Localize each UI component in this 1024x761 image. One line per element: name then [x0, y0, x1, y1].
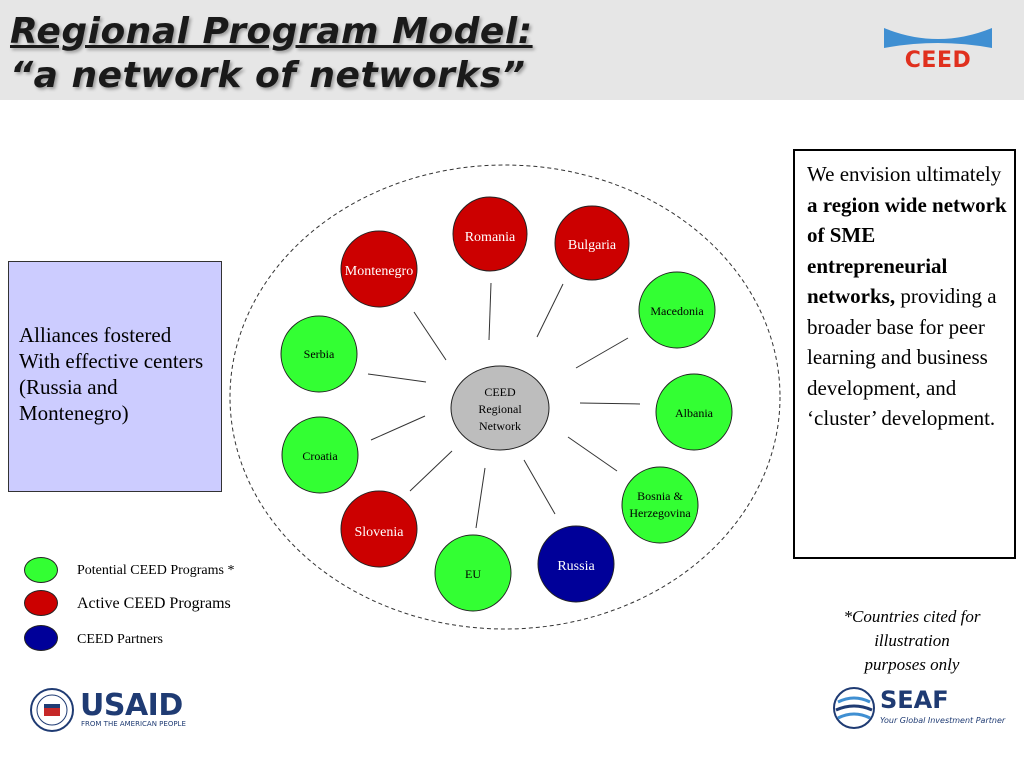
node-slovenia: Slovenia: [340, 490, 418, 568]
legend-label-potential: Potential CEED Programs *: [77, 563, 235, 578]
node-bosnia-herzegovina-circle: [621, 466, 699, 544]
illustration-note-line-1: *Countries cited for: [843, 607, 981, 626]
network-boundary: [229, 164, 781, 630]
center-node: CEED Regional Network: [450, 365, 550, 451]
node-bosnia-herzegovina: Bosnia & Herzegovina: [621, 466, 699, 544]
center-node-circle: [450, 365, 550, 451]
node-serbia-circle: [280, 315, 358, 393]
connector-bulgaria: [536, 283, 564, 338]
node-bosnia-herzegovina-label-2: Herzegovina: [629, 506, 691, 520]
connector-slovenia: [409, 450, 453, 492]
node-serbia-label: Serbia: [304, 347, 335, 361]
usaid-logo-tagline: FROM THE AMERICAN PEOPLE: [81, 720, 186, 728]
connector-serbia: [367, 373, 427, 383]
ceed-logo-text: CEED: [904, 48, 972, 73]
usaid-logo-text: USAID: [80, 688, 183, 723]
center-node-label-3: Network: [479, 419, 521, 433]
node-macedonia-label: Macedonia: [650, 304, 704, 318]
alliances-text: Alliances fostered With effective center…: [19, 323, 204, 425]
node-romania-circle: [452, 196, 528, 272]
node-russia: Russia: [537, 525, 615, 603]
center-node-label-2: Regional: [478, 402, 522, 416]
seaf-globe-icon: [833, 687, 875, 729]
illustration-note-line-2: illustration: [874, 631, 950, 650]
header-band: [0, 0, 1024, 100]
connector-croatia: [370, 415, 426, 441]
center-node-label-1: CEED: [484, 385, 516, 399]
legend-label-partner: CEED Partners: [77, 632, 163, 647]
illustration-note: *Countries cited for illustration purpos…: [812, 605, 1012, 677]
connector-montenegro: [413, 311, 447, 361]
title-line-1: Regional Program Model:: [10, 11, 533, 52]
node-macedonia: Macedonia: [638, 271, 716, 349]
node-serbia: Serbia: [280, 315, 358, 393]
title-line-2: “a network of networks”: [10, 55, 526, 96]
node-bulgaria-label: Bulgaria: [568, 238, 617, 253]
node-montenegro-label: Montenegro: [345, 264, 413, 279]
node-croatia: Croatia: [281, 416, 359, 494]
node-russia-circle: [537, 525, 615, 603]
node-albania-label: Albania: [675, 406, 714, 420]
node-croatia-circle: [281, 416, 359, 494]
legend-dot-potential: [24, 557, 58, 583]
seaf-logo-tagline: Your Global Investment Partner: [880, 716, 1006, 725]
usaid-logo: USAID FROM THE AMERICAN PEOPLE: [30, 686, 186, 734]
connector-bosnia: [567, 436, 618, 472]
node-romania: Romania: [452, 196, 528, 272]
node-croatia-label: Croatia: [302, 449, 338, 463]
ceed-logo-icon: [884, 28, 992, 48]
vision-text-intro: We envision ultimately: [807, 162, 1002, 186]
legend-label-active: Active CEED Programs: [77, 595, 231, 612]
seaf-logo: SEAF Your Global Investment Partner: [830, 684, 1005, 734]
legend-dot-partner: [24, 625, 58, 651]
connector-macedonia: [575, 337, 629, 369]
connector-eu: [475, 467, 486, 529]
node-slovenia-circle: [340, 490, 418, 568]
node-eu-label: EU: [465, 567, 481, 581]
node-bulgaria-circle: [554, 205, 630, 281]
seaf-logo-text: SEAF: [880, 686, 949, 714]
vision-box: We envision ultimately a region wide net…: [793, 149, 1016, 559]
usaid-seal-icon: [30, 688, 74, 732]
node-romania-label: Romania: [465, 230, 516, 245]
connector-albania: [579, 402, 641, 405]
connector-russia: [523, 459, 556, 515]
node-montenegro-circle: [340, 230, 418, 308]
node-albania-circle: [655, 373, 733, 451]
node-bulgaria: Bulgaria: [554, 205, 630, 281]
node-eu-circle: [434, 534, 512, 612]
vision-text-rest: providing a broader base for peer learni…: [807, 284, 997, 430]
legend-dot-active: [24, 590, 58, 616]
node-eu: EU: [434, 534, 512, 612]
node-bosnia-herzegovina-label-1: Bosnia &: [637, 489, 683, 503]
alliances-box: Alliances fostered With effective center…: [8, 261, 222, 492]
node-russia-label: Russia: [557, 559, 595, 574]
connector-romania: [488, 282, 492, 341]
vision-text-bold: a region wide network of SME entrepreneu…: [807, 192, 1007, 309]
node-montenegro: Montenegro: [340, 230, 418, 308]
page-title: Regional Program Model: “a network of ne…: [10, 10, 533, 98]
connector-lines: [367, 282, 641, 529]
ceed-logo: CEED: [882, 22, 994, 78]
node-slovenia-label: Slovenia: [355, 525, 405, 540]
illustration-note-line-3: purposes only: [864, 655, 960, 674]
node-albania: Albania: [655, 373, 733, 451]
node-macedonia-circle: [638, 271, 716, 349]
